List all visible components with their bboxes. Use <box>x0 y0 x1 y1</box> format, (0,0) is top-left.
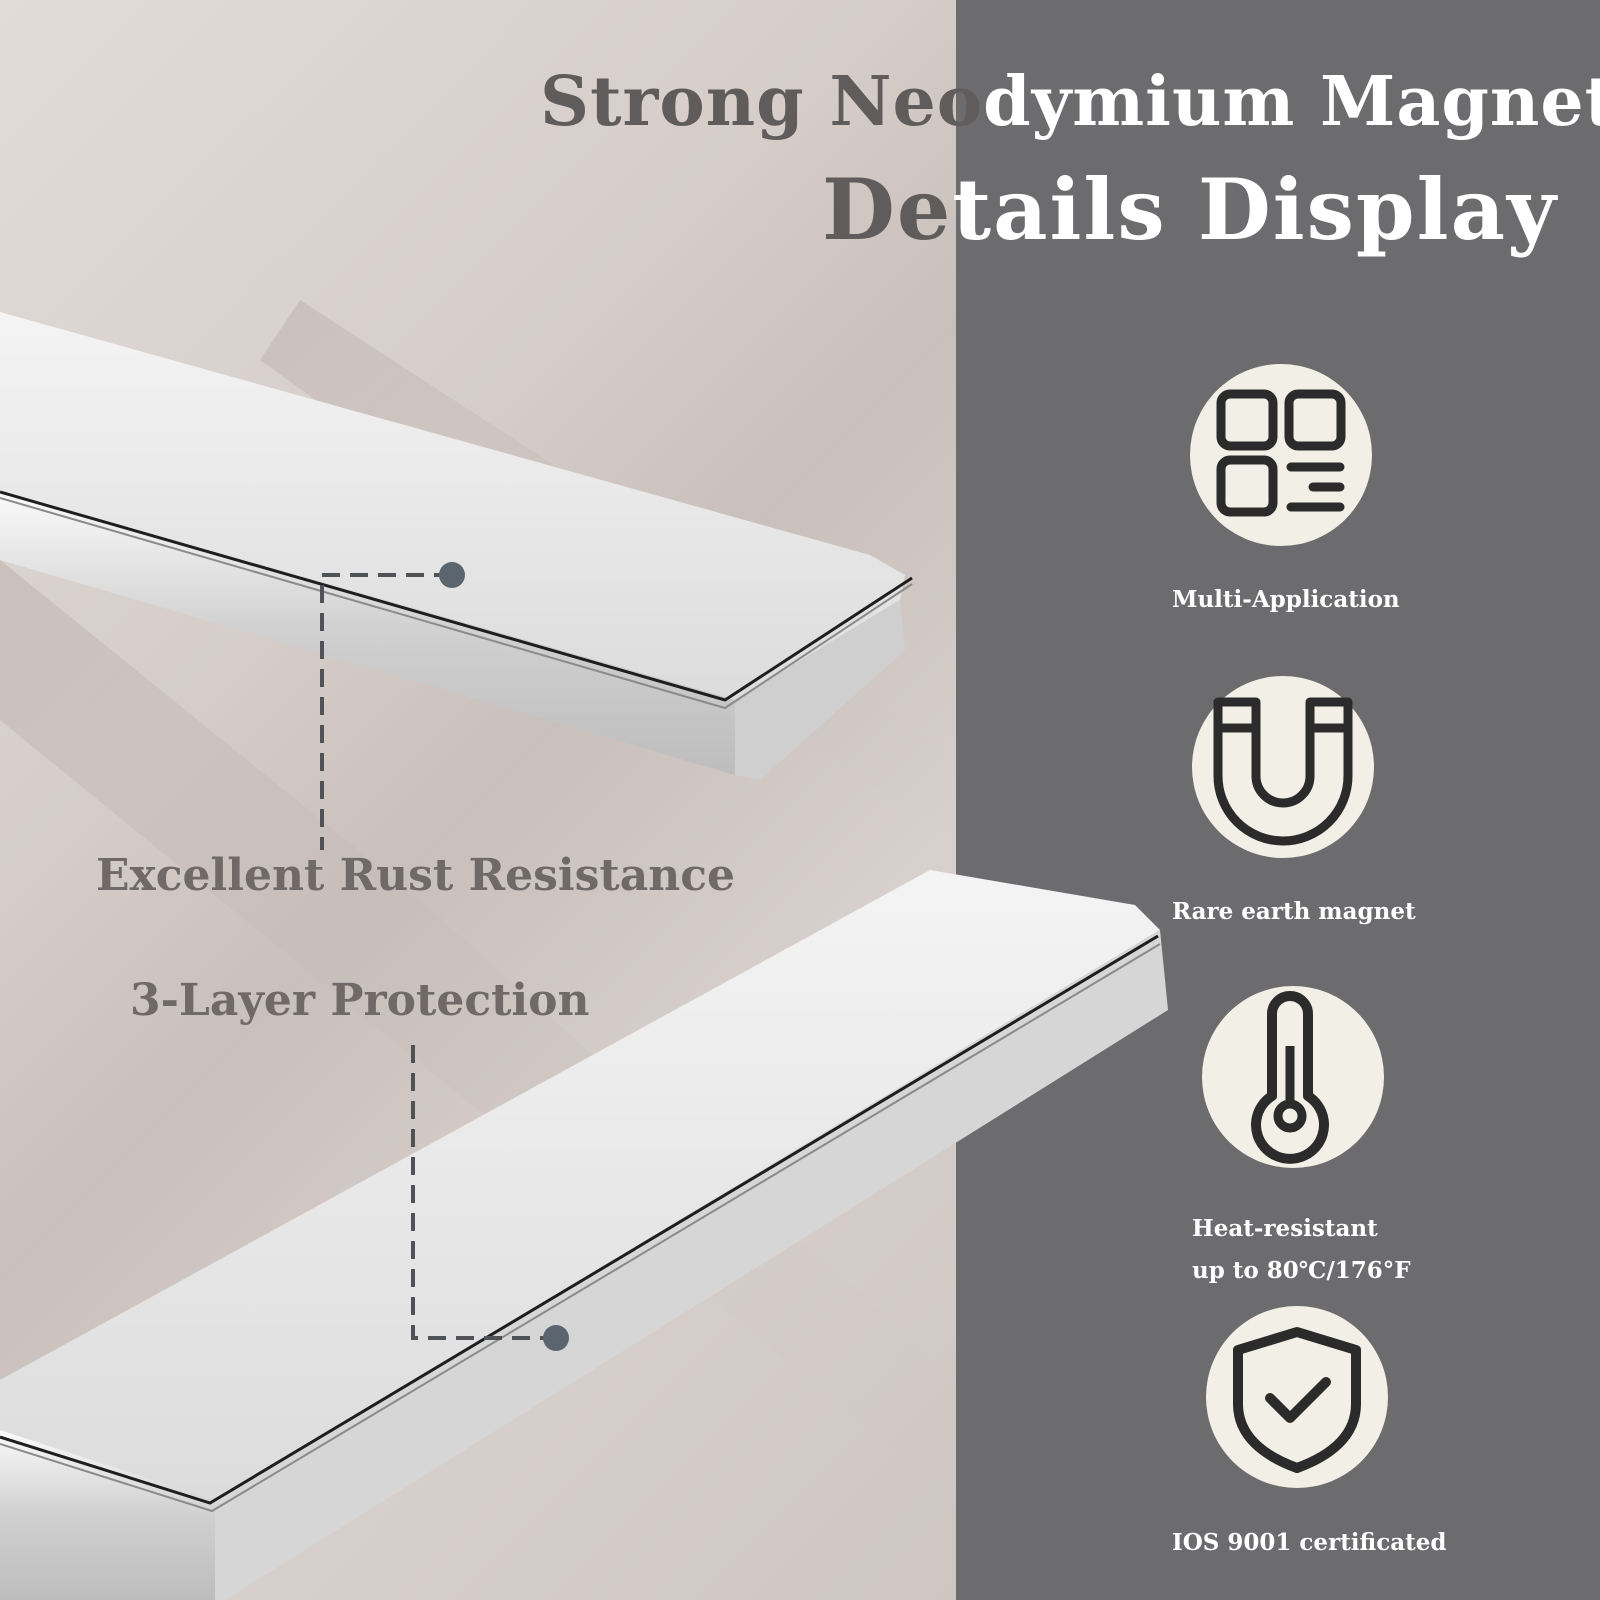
upper-magnet-bar <box>0 312 913 780</box>
thermometer-icon <box>1202 986 1384 1168</box>
protection-label: 3-Layer Protection <box>130 975 590 1026</box>
heading-line-1: Strong Neodymium Magnet <box>540 62 1600 142</box>
feature-label-rare-earth: Rare earth magnet <box>1172 898 1416 925</box>
rust-resistance-label: Excellent Rust Resistance <box>96 850 736 901</box>
heading-line-2: Details Display <box>822 160 1558 259</box>
horseshoe-magnet-icon <box>1192 676 1374 858</box>
rust-callout-line <box>320 562 465 850</box>
feature-label-multi-application: Multi-Application <box>1172 586 1400 613</box>
heat-resistant-line-1: Heat-resistant <box>1192 1215 1378 1242</box>
protection-callout-line <box>411 1045 569 1351</box>
lower-magnet-bar <box>0 870 1168 1600</box>
shield-check-icon <box>1206 1306 1388 1488</box>
heat-resistant-line-2: up to 80℃/176°F <box>1192 1257 1411 1284</box>
feature-label-heat-resistant: Heat-resistant up to 80℃/176°F <box>1192 1208 1411 1292</box>
feature-label-certification: IOS 9001 certificated <box>1172 1529 1447 1556</box>
grid-apps-icon <box>1190 364 1372 546</box>
